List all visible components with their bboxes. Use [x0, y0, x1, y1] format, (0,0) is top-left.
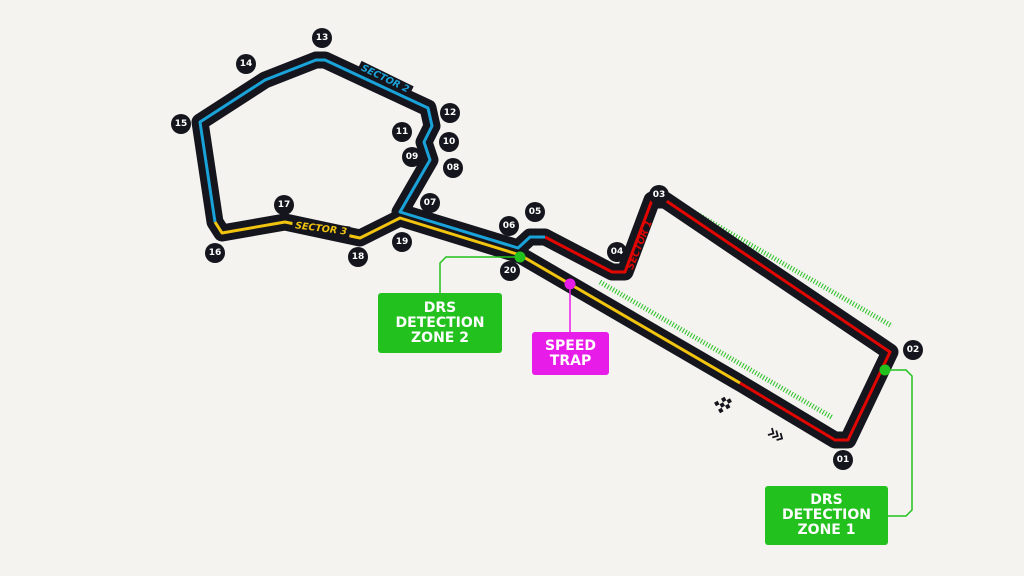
corner-marker-19: 19: [392, 232, 412, 252]
corner-marker-05: 05: [525, 202, 545, 222]
corner-number: 15: [175, 119, 188, 129]
corner-badge: [649, 185, 669, 205]
corner-marker-06: 06: [499, 216, 519, 236]
track-outline: [191, 51, 899, 449]
corner-marker-09: 09: [402, 147, 422, 167]
corner-badge: [392, 122, 412, 142]
corner-number: 13: [316, 33, 329, 43]
corner-marker-04: 04: [607, 242, 627, 262]
corner-markers: 01 02 03 04 05 06 07 08 09 10 11 12 13 14 15 16 17 18 19 20: [171, 28, 923, 470]
corner-number: 05: [529, 207, 542, 217]
corner-badge: [525, 202, 545, 222]
corner-badge: [274, 195, 294, 215]
corner-marker-16: 16: [205, 243, 225, 263]
corner-number: 09: [406, 152, 419, 162]
corner-marker-10: 10: [439, 132, 459, 152]
corner-badge: [402, 147, 422, 167]
corner-badge: [171, 114, 191, 134]
corner-badge: [833, 450, 853, 470]
drs-1-leader: [885, 369, 913, 517]
corner-marker-02: 02: [903, 340, 923, 360]
drs-1-detection-point: [879, 364, 891, 376]
drs-2-leader: [439, 256, 520, 293]
sector-2-line: [198, 58, 545, 250]
corner-badge: [205, 243, 225, 263]
corner-number: 07: [424, 198, 437, 208]
corner-marker-17: 17: [274, 195, 294, 215]
corner-marker-08: 08: [443, 158, 463, 178]
drs-detection-zone-1-label: DRS DETECTION ZONE 1: [765, 486, 888, 545]
corner-marker-20: 20: [500, 261, 520, 281]
corner-number: 17: [278, 200, 291, 210]
corner-badge: [392, 232, 412, 252]
corner-number: 20: [504, 266, 517, 276]
corner-badge: [499, 216, 519, 236]
corner-number: 14: [240, 59, 253, 69]
chevrons-right-icon: [767, 427, 784, 441]
track: [191, 51, 899, 449]
corner-number: 03: [653, 190, 666, 200]
corner-marker-11: 11: [392, 122, 412, 142]
speed-trap-point: [564, 278, 576, 290]
corner-marker-15: 15: [171, 114, 191, 134]
corner-number: 04: [611, 247, 624, 257]
corner-badge: [440, 103, 460, 123]
corner-number: 12: [444, 108, 457, 118]
corner-number: 10: [443, 137, 456, 147]
corner-marker-14: 14: [236, 54, 256, 74]
corner-marker-01: 01: [833, 450, 853, 470]
corner-badge: [420, 193, 440, 213]
corner-number: 11: [396, 127, 409, 137]
corner-number: 08: [447, 163, 460, 173]
corner-number: 02: [907, 345, 920, 355]
corner-badge: [903, 340, 923, 360]
corner-badge: [443, 158, 463, 178]
corner-badge: [439, 132, 459, 152]
speed-trap-label: SPEED TRAP: [532, 332, 609, 375]
drs-detection-zone-2-label: DRS DETECTION ZONE 2: [378, 293, 502, 353]
drs-zone-b: [598, 279, 835, 421]
corner-marker-03: 03: [649, 185, 669, 205]
callout-lines: [439, 251, 913, 517]
corner-badge: [348, 247, 368, 267]
corner-marker-12: 12: [440, 103, 460, 123]
corner-marker-07: 07: [420, 193, 440, 213]
corner-badge: [236, 54, 256, 74]
corner-number: 06: [503, 221, 516, 231]
corner-number: 16: [209, 248, 222, 258]
corner-badge: [312, 28, 332, 48]
corner-number: 19: [396, 237, 409, 247]
corner-marker-18: 18: [348, 247, 368, 267]
drs-zone-a: [674, 199, 894, 329]
drs-zones: [598, 199, 894, 421]
corner-number: 01: [837, 455, 850, 465]
drs-2-detection-point: [514, 251, 526, 263]
checkered-flag-icon: [714, 396, 732, 414]
corner-badge: [607, 242, 627, 262]
corner-number: 18: [352, 252, 365, 262]
corner-marker-13: 13: [312, 28, 332, 48]
corner-badge: [500, 261, 520, 281]
